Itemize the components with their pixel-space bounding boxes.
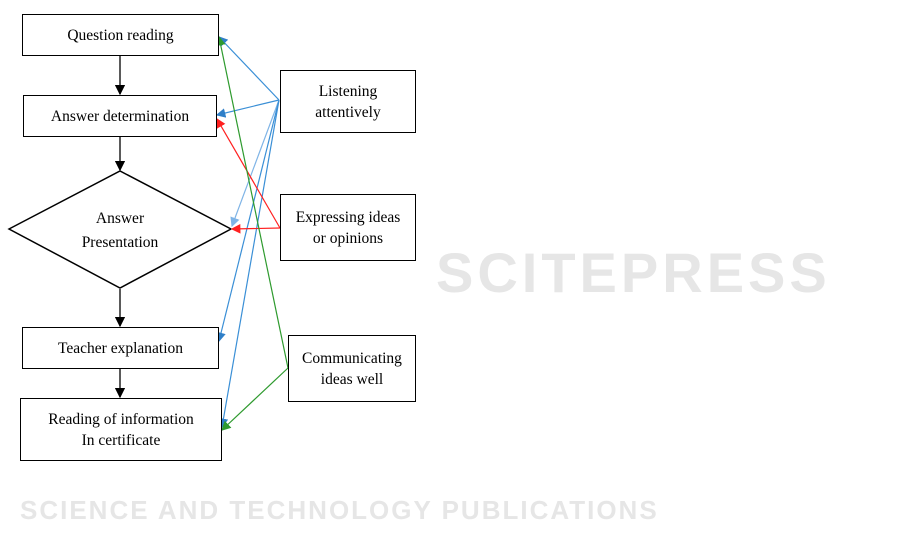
- communicating-arrow: [221, 367, 289, 431]
- step-label: Answer: [95, 210, 145, 227]
- watermark-subtitle: SCIENCE AND TECHNOLOGY PUBLICATIONS: [20, 495, 659, 525]
- skill-label: Communicating: [302, 349, 402, 367]
- skill-communicating: Communicating ideas well: [288, 335, 416, 402]
- step-label: Answer determination: [50, 107, 190, 125]
- communicating-arrow: [216, 35, 289, 369]
- step-reading-information: Reading of information In certificate: [20, 398, 222, 461]
- expressing-arrow: [216, 117, 281, 229]
- step-label: Presentation: [81, 234, 159, 251]
- step-label: Teacher explanation: [58, 339, 183, 357]
- skill-label: attentively: [315, 103, 381, 121]
- step-label: Reading of information: [48, 410, 194, 428]
- listening-arrow: [218, 99, 280, 429]
- expressing-arrow: [230, 224, 281, 234]
- listening-arrow: [215, 99, 280, 118]
- skill-expressing: Expressing ideas or opinions: [280, 194, 416, 261]
- step-answer-determination: Answer determination: [23, 95, 217, 137]
- step-question-reading: Question reading: [22, 14, 219, 56]
- skill-label: Listening: [318, 82, 378, 100]
- step-teacher-explanation: Teacher explanation: [22, 327, 219, 369]
- step-label: Question reading: [67, 26, 174, 44]
- step-answer-presentation: Answer Presentation: [40, 207, 200, 255]
- listening-arrow: [216, 99, 280, 343]
- listening-arrow: [230, 99, 280, 228]
- skill-label: or opinions: [312, 229, 384, 247]
- listening-arrow: [218, 36, 280, 101]
- step-label: In certificate: [81, 431, 161, 449]
- watermark-title: SCITEPRESS: [436, 241, 831, 304]
- skill-label: Expressing ideas: [295, 208, 401, 226]
- skill-listening: Listening attentively: [280, 70, 416, 133]
- skill-label: ideas well: [320, 370, 384, 388]
